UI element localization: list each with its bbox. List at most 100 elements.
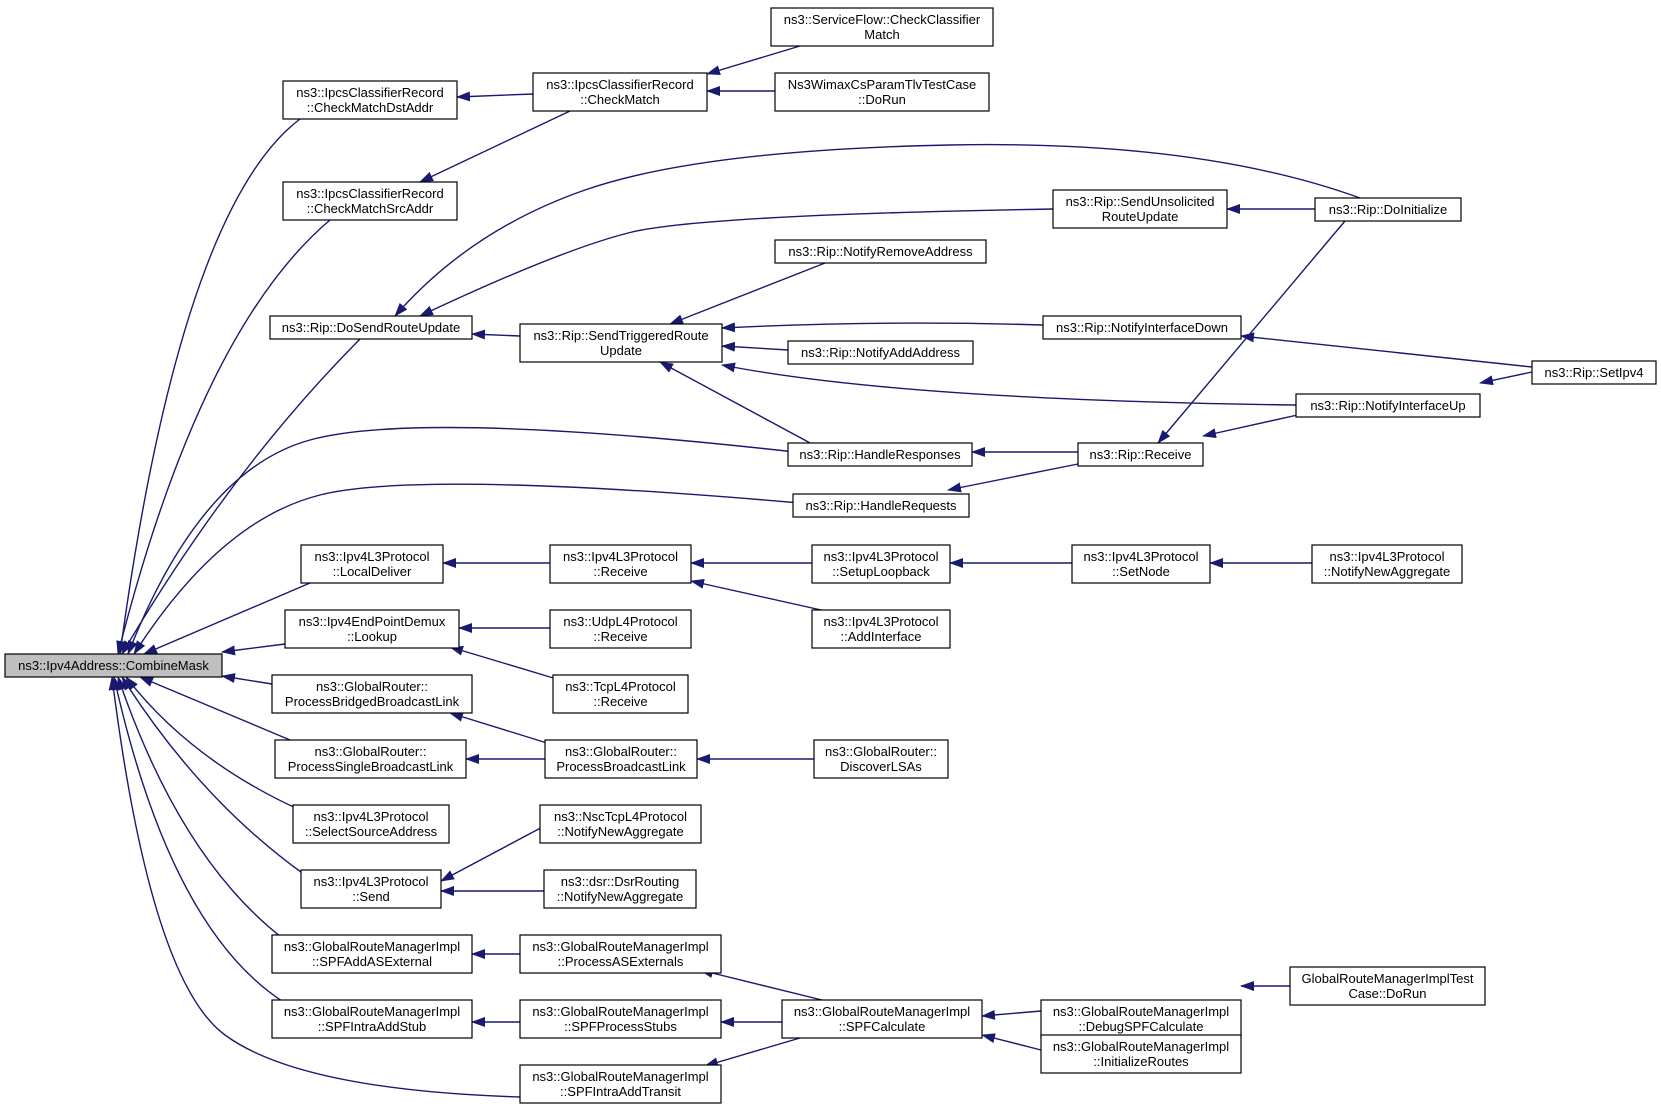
node-label-line: ::CheckMatchDstAddr <box>307 100 434 115</box>
graph-node[interactable]: ns3::Rip::DoInitialize <box>1314 197 1462 222</box>
node-box <box>4 653 223 678</box>
graph-node[interactable]: ns3::GlobalRouteManagerImpl::SPFAddASExt… <box>271 934 473 974</box>
graph-node[interactable]: ns3::UdpL4Protocol::Receive <box>549 609 692 649</box>
node-box <box>1311 544 1463 584</box>
node-label-line: ns3::Ipv4L3Protocol <box>563 549 678 564</box>
edge-n13-to-n11 <box>1240 332 1533 368</box>
node-label-line: ns3::GlobalRouter:: <box>316 679 428 694</box>
root-node[interactable]: ns3::Ipv4Address::CombineMask <box>4 653 223 678</box>
node-box <box>1040 1034 1242 1074</box>
graph-node[interactable]: ns3::Rip::HandleResponses <box>787 442 973 467</box>
graph-node[interactable]: ns3::GlobalRouteManagerImpl::SPFIntraAdd… <box>271 999 473 1039</box>
node-label-line: Update <box>600 343 642 358</box>
graph-node[interactable]: ns3::Ipv4L3Protocol::LocalDeliver <box>300 544 444 584</box>
graph-node[interactable]: ns3::dsr::DsrRouting::NotifyNewAggregate <box>543 869 697 909</box>
node-label-line: ::SelectSourceAddress <box>305 824 438 839</box>
node-label-line: ::SetupLoopback <box>832 564 930 579</box>
node-label-line: ns3::Ipv4L3Protocol <box>314 874 429 889</box>
edge-n18-to-n0 <box>143 582 311 655</box>
node-box <box>1531 360 1657 385</box>
edge-n26-to-n23 <box>449 645 561 681</box>
graph-node[interactable]: ns3::Ipv4L3Protocol::SetNode <box>1071 544 1211 584</box>
graph-node[interactable]: ns3::GlobalRouter::ProcessBridgedBroadca… <box>271 674 473 714</box>
node-box <box>519 934 722 974</box>
node-label-line: ns3::GlobalRouteManagerImpl <box>284 1004 460 1019</box>
node-box <box>781 999 983 1039</box>
node-label-line: ns3::GlobalRouteManagerImpl <box>532 1004 708 1019</box>
node-label-line: ::Lookup <box>347 629 397 644</box>
graph-node[interactable]: ns3::TcpL4Protocol::Receive <box>552 674 689 714</box>
edge-n41-to-n36 <box>699 968 831 1003</box>
node-label-line: ::DebugSPFCalculate <box>1078 1019 1203 1034</box>
node-label-line: ns3::NscTcpL4Protocol <box>554 809 687 824</box>
node-label-line: ::Receive <box>593 629 647 644</box>
node-label-line: ns3::Rip::SendTriggeredRoute <box>533 328 708 343</box>
node-label-line: ns3::Rip::NotifyInterfaceDown <box>1056 320 1228 335</box>
graph-node[interactable]: ns3::Ipv4L3Protocol::AddInterface <box>811 609 951 649</box>
node-label-line: ::SetNode <box>1112 564 1170 579</box>
node-label-line: ProcessSingleBroadcastLink <box>288 759 454 774</box>
graph-node[interactable]: ns3::GlobalRouter::ProcessSingleBroadcas… <box>274 739 467 779</box>
graph-node[interactable]: ns3::IpcsClassifierRecord::CheckMatchSrc… <box>282 181 458 221</box>
graph-node[interactable]: ns3::Rip::DoSendRouteUpdate <box>269 315 473 340</box>
node-label-line: ns3::Ipv4L3Protocol <box>314 809 429 824</box>
graph-node[interactable]: ns3::GlobalRouteManagerImpl::SPFIntraAdd… <box>519 1064 722 1104</box>
graph-node[interactable]: ns3::Ipv4L3Protocol::SetupLoopback <box>811 544 951 584</box>
node-label-line: ::ProcessASExternals <box>558 954 684 969</box>
node-label-line: ::CheckMatchSrcAddr <box>307 201 434 216</box>
node-box <box>274 739 467 779</box>
graph-node[interactable]: ns3::GlobalRouteManagerImpl::SPFCalculat… <box>781 999 983 1039</box>
graph-node[interactable]: ns3::GlobalRouter::ProcessBroadcastLink <box>544 739 698 779</box>
node-label-line: Ns3WimaxCsParamTlvTestCase <box>788 77 977 92</box>
node-label-line: ns3::GlobalRouter:: <box>565 744 677 759</box>
node-label-line: ns3::Rip::DoInitialize <box>1329 202 1448 217</box>
graph-node[interactable]: ns3::NscTcpL4Protocol::NotifyNewAggregat… <box>539 804 702 844</box>
graph-node[interactable]: ns3::IpcsClassifierRecord::CheckMatch <box>532 72 708 112</box>
graph-node[interactable]: ns3::Rip::NotifyInterfaceDown <box>1042 315 1242 340</box>
graph-node[interactable]: ns3::Ipv4L3Protocol::SelectSourceAddress <box>292 804 450 844</box>
node-label-line: Match <box>864 27 899 42</box>
graph-node[interactable]: ns3::Ipv4L3Protocol::Send <box>300 869 442 909</box>
node-box <box>544 739 698 779</box>
graph-node[interactable]: ns3::Rip::SetIpv4 <box>1531 360 1657 385</box>
node-label-line: ::InitializeRoutes <box>1093 1054 1189 1069</box>
edge-n41-to-n43 <box>704 1037 801 1068</box>
graph-node[interactable]: ns3::IpcsClassifierRecord::CheckMatchDst… <box>282 80 458 120</box>
graph-node[interactable]: ns3::GlobalRouteManagerImpl::SPFProcessS… <box>519 999 722 1039</box>
edge-n42-to-n41 <box>981 1033 1042 1051</box>
graph-node[interactable]: ns3::GlobalRouteManagerImpl::InitializeR… <box>1040 1034 1242 1074</box>
node-label-line: ns3::IpcsClassifierRecord <box>296 186 443 201</box>
edge-n5-to-n0 <box>116 219 331 655</box>
node-label-line: ProcessBridgedBroadcastLink <box>285 694 460 709</box>
graph-node[interactable]: ns3::Ipv4L3Protocol::Receive <box>549 544 692 584</box>
node-box <box>770 7 994 47</box>
node-box <box>539 804 702 844</box>
edge-n17-to-n0 <box>133 483 801 655</box>
node-box <box>1071 544 1211 584</box>
graph-node[interactable]: ns3::Rip::NotifyRemoveAddress <box>774 239 987 264</box>
graph-node[interactable]: ns3::GlobalRouteManagerImpl::ProcessASEx… <box>519 934 722 974</box>
node-label-line: ::NotifyNewAggregate <box>557 889 683 904</box>
node-box <box>1040 999 1242 1039</box>
graph-node[interactable]: Ns3WimaxCsParamTlvTestCase::DoRun <box>774 72 990 112</box>
graph-node[interactable]: ns3::Rip::NotifyAddAddress <box>787 340 974 365</box>
graph-node[interactable]: ns3::Ipv4EndPointDemux::Lookup <box>284 609 460 649</box>
node-label-line: ::Receive <box>593 694 647 709</box>
graph-node[interactable]: ns3::GlobalRouteManagerImpl::DebugSPFCal… <box>1040 999 1242 1039</box>
node-label-line: ns3::IpcsClassifierRecord <box>546 77 693 92</box>
graph-node[interactable]: ns3::Ipv4L3Protocol::NotifyNewAggregate <box>1311 544 1463 584</box>
graph-node[interactable]: ns3::Rip::HandleRequests <box>792 493 970 518</box>
graph-node[interactable]: ns3::Rip::NotifyInterfaceUp <box>1295 393 1481 418</box>
node-label-line: ns3::Rip::SendUnsolicited <box>1066 194 1215 209</box>
node-label-line: ns3::Ipv4Address::CombineMask <box>18 658 209 673</box>
graph-node[interactable]: ns3::GlobalRouter::DiscoverLSAs <box>813 739 949 779</box>
edge-n2-to-n1 <box>456 91 534 102</box>
edge-n23-to-n0 <box>221 643 286 656</box>
node-box <box>787 442 973 467</box>
node-label-line: ns3::ServiceFlow::CheckClassifier <box>784 12 981 27</box>
graph-node[interactable]: ns3::Rip::Receive <box>1077 442 1204 467</box>
